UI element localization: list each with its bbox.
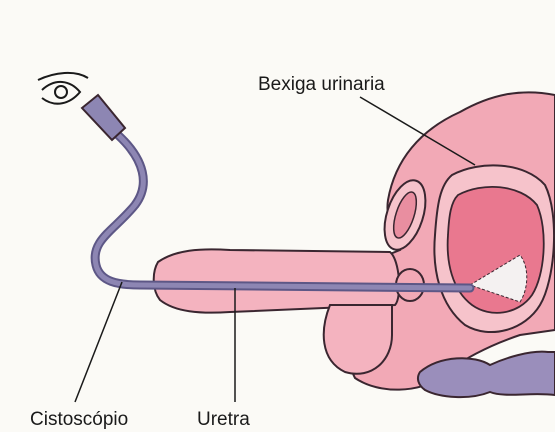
scrotum: [324, 305, 392, 374]
bladder-lumen: [448, 187, 544, 313]
cystoscope-eyepiece: [82, 95, 125, 140]
label-cystoscope: Cistoscópio: [30, 409, 128, 430]
eye-brow: [38, 73, 88, 80]
eye-icon: [42, 82, 80, 104]
label-bladder: Bexiga urinaria: [258, 74, 385, 95]
leader-cystoscope: [75, 282, 122, 402]
label-urethra: Uretra: [197, 409, 250, 430]
